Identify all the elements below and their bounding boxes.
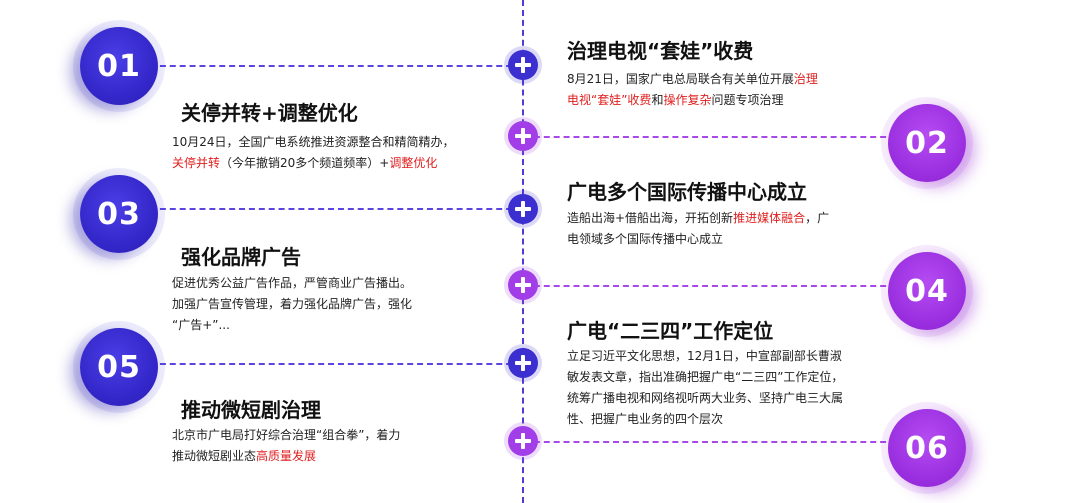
item-title-06: 广电“二三四”工作定位 xyxy=(567,319,774,343)
number-label: 06 xyxy=(905,430,949,466)
desc-text: 统筹广播电视和网络视听两大业务、坚持广电三大属 xyxy=(567,391,844,405)
desc-text: “广告+”... xyxy=(172,318,230,332)
desc-text: 造船出海+借船出海，开拓创新 xyxy=(567,211,734,225)
plus-icon xyxy=(508,194,538,224)
item-title-01: 关停并转+调整优化 xyxy=(181,101,358,125)
timeline-spine xyxy=(522,0,524,503)
desc-line: 推动微短剧业态高质量发展 xyxy=(172,446,400,467)
plus-icon xyxy=(508,348,538,378)
highlight-text: 调整优化 xyxy=(389,156,438,170)
desc-text: 立足习近平文化思想，12月1日，中宣部副部长曹淑 xyxy=(567,349,842,363)
number-badge-04: 04 xyxy=(888,252,966,330)
desc-text: 加强广告宣传管理，着力强化品牌广告，强化 xyxy=(172,297,413,311)
desc-text: （今年撤销20多个频道频率）+ xyxy=(220,156,390,170)
item-title-04: 广电多个国际传播中心成立 xyxy=(567,180,807,204)
desc-line: 加强广告宣传管理，着力强化品牌广告，强化 xyxy=(172,294,412,315)
desc-line: 8月21日，国家广电总局联合有关单位开展治理 xyxy=(567,69,818,90)
desc-text: 敏发表文章，指出准确把握广电“二三四”工作定位， xyxy=(567,370,844,384)
connector-04 xyxy=(524,285,896,287)
desc-line: 北京市广电局打好综合治理“组合拳”，着力 xyxy=(172,425,400,446)
number-label: 03 xyxy=(97,196,141,232)
desc-text: 和 xyxy=(651,93,664,107)
plus-icon xyxy=(508,50,538,80)
highlight-text: 高质量发展 xyxy=(256,449,317,463)
number-badge-06: 06 xyxy=(888,409,966,487)
number-label: 04 xyxy=(905,273,949,309)
highlight-text: 操作复杂 xyxy=(663,93,712,107)
connector-03 xyxy=(150,208,522,210)
highlight-text: 推进媒体融合 xyxy=(733,211,806,225)
item-title-02: 治理电视“套娃”收费 xyxy=(567,39,754,63)
number-label: 02 xyxy=(905,125,949,161)
number-label: 05 xyxy=(97,349,141,385)
highlight-text: 关停并转 xyxy=(172,156,221,170)
desc-line: 电视“套娃”收费和操作复杂问题专项治理 xyxy=(567,90,818,111)
desc-text: ，广 xyxy=(805,211,830,225)
desc-text: 电领域多个国际传播中心成立 xyxy=(567,232,724,246)
item-desc-06: 立足习近平文化思想，12月1日，中宣部副部长曹淑敏发表文章，指出准确把握广电“二… xyxy=(567,346,843,430)
item-desc-01: 10月24日，全国广电系统推进资源整合和精简精办， 关停并转（今年撤销20多个频道… xyxy=(172,132,455,174)
item-desc-02: 8月21日，国家广电总局联合有关单位开展治理电视“套娃”收费和操作复杂问题专项治… xyxy=(567,69,818,111)
number-badge-02: 02 xyxy=(888,104,966,182)
item-desc-03: 促进优秀公益广告作品，严管商业广告播出。加强广告宣传管理，着力强化品牌广告，强化… xyxy=(172,273,412,336)
item-title-05: 推动微短剧治理 xyxy=(181,398,321,422)
desc-line: 促进优秀公益广告作品，严管商业广告播出。 xyxy=(172,273,412,294)
desc-line: 电领域多个国际传播中心成立 xyxy=(567,229,829,250)
desc-text: 8月21日，国家广电总局联合有关单位开展 xyxy=(567,72,794,86)
connector-05 xyxy=(150,363,522,365)
item-title-03: 强化品牌广告 xyxy=(181,245,301,269)
desc-line: 10月24日，全国广电系统推进资源整合和精简精办， xyxy=(172,132,455,153)
desc-line: 性、把握广电业务的四个层次 xyxy=(567,409,843,430)
connector-06 xyxy=(524,441,896,443)
desc-line: 统筹广播电视和网络视听两大业务、坚持广电三大属 xyxy=(567,388,843,409)
desc-line: 敏发表文章，指出准确把握广电“二三四”工作定位， xyxy=(567,367,843,388)
highlight-text: 治理 xyxy=(793,72,818,86)
desc-line: “广告+”... xyxy=(172,315,412,336)
desc-text: 性、把握广电业务的四个层次 xyxy=(567,412,724,426)
desc-text: 北京市广电局打好综合治理“组合拳”，着力 xyxy=(172,428,401,442)
connector-02 xyxy=(524,136,896,138)
desc-line: 关停并转（今年撤销20多个频道频率）+调整优化 xyxy=(172,153,455,174)
desc-text: 推动微短剧业态 xyxy=(172,449,257,463)
desc-text: 促进优秀公益广告作品，严管商业广告播出。 xyxy=(172,276,413,290)
highlight-text: 电视“套娃”收费 xyxy=(567,93,652,107)
number-label: 01 xyxy=(97,48,141,84)
item-desc-04: 造船出海+借船出海，开拓创新推进媒体融合，广电领域多个国际传播中心成立 xyxy=(567,208,829,250)
number-badge-01: 01 xyxy=(80,27,158,105)
plus-icon xyxy=(508,121,538,151)
desc-text: 问题专项治理 xyxy=(711,93,784,107)
desc-text: 10月24日，全国广电系统推进资源整合和精简精办， xyxy=(172,135,455,149)
desc-line: 造船出海+借船出海，开拓创新推进媒体融合，广 xyxy=(567,208,829,229)
item-desc-05: 北京市广电局打好综合治理“组合拳”，着力推动微短剧业态高质量发展 xyxy=(172,425,400,467)
number-badge-03: 03 xyxy=(80,175,158,253)
plus-icon xyxy=(508,426,538,456)
desc-line: 立足习近平文化思想，12月1日，中宣部副部长曹淑 xyxy=(567,346,843,367)
plus-icon xyxy=(508,270,538,300)
number-badge-05: 05 xyxy=(80,328,158,406)
connector-01 xyxy=(150,65,522,67)
